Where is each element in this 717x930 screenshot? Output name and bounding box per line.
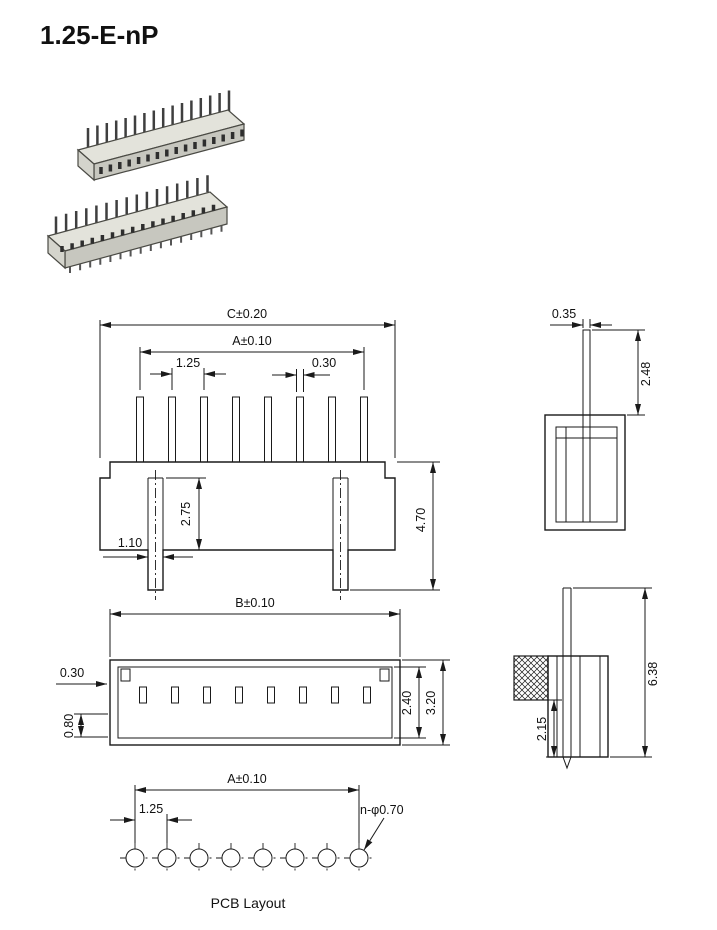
pcb-dim-a-label: A±0.10 xyxy=(227,772,267,786)
side-dim-pin-height-label: 2.48 xyxy=(639,362,653,386)
front-dim-post-width-label: 1.10 xyxy=(118,536,142,550)
bottom-dim-wall: 0.30 xyxy=(56,666,107,687)
front-dim-post-height-label: 2.75 xyxy=(179,502,193,526)
front-dim-c-label: C±0.20 xyxy=(227,307,267,321)
front-dim-total-height-label: 4.70 xyxy=(414,508,428,532)
pcb-dim-pitch-label: 1.25 xyxy=(139,802,163,816)
front-view-body xyxy=(99,461,396,591)
bottom-dim-outer-depth: 3.20 xyxy=(402,659,450,746)
front-dim-pitch-label: 1.25 xyxy=(176,356,200,370)
front-view-posts xyxy=(147,477,349,550)
bottom-dim-inner-depth-label: 2.40 xyxy=(400,691,414,715)
bottom-view-left-tab xyxy=(120,668,131,682)
side-view-inner-lines xyxy=(556,415,617,522)
iso-bottom-connector-tails xyxy=(69,225,223,273)
front-dim-post-width: 1.10 xyxy=(103,536,193,560)
page-title: 1.25-E-nP xyxy=(40,20,159,50)
side-view: 0.35 2.48 xyxy=(544,307,653,531)
pcb-dim-hole-dia-label: n-φ0.70 xyxy=(360,803,404,817)
bottom-dim-b-label: B±0.10 xyxy=(235,596,275,610)
front-view-pins xyxy=(136,396,368,463)
pcb-dim-hole-span: A±0.10 xyxy=(134,772,360,843)
front-dim-post-height: 2.75 xyxy=(166,477,206,551)
pcb-dim-hole-pitch: 1.25 xyxy=(110,802,192,843)
side-dim-pin-height: 2.48 xyxy=(592,329,653,416)
front-dim-a-label: A±0.10 xyxy=(232,334,272,348)
front-dim-total-width: C±0.20 xyxy=(99,307,396,458)
side-dim-pin-thickness-label: 0.35 xyxy=(552,307,576,321)
section-view-hatch-block xyxy=(513,655,549,701)
side-view-inner xyxy=(555,426,618,523)
bottom-view-slots xyxy=(139,686,371,704)
section-view: 6.38 2.15 xyxy=(513,587,660,770)
bottom-dim-offset-label: 0.80 xyxy=(62,714,76,738)
section-view-pin xyxy=(562,587,572,770)
section-dim-tail-length: 2.15 xyxy=(535,699,562,758)
pcb-layout-view: A±0.10 1.25 n-φ0.70 PCB Layout xyxy=(110,772,404,911)
front-dim-pin-width-label: 0.30 xyxy=(312,356,336,370)
section-view-inner-lines xyxy=(556,656,601,757)
front-dim-pitch: 1.25 xyxy=(150,356,226,390)
front-dim-total-height: 4.70 xyxy=(350,461,440,591)
section-view-housing xyxy=(547,655,609,758)
bottom-view-inner xyxy=(117,666,393,739)
iso-top-connector-contacts xyxy=(99,129,244,174)
bottom-view-outer xyxy=(109,659,401,746)
iso-bottom-connector-slots xyxy=(60,204,216,252)
pcb-dim-hole-dia: n-φ0.70 xyxy=(360,803,404,851)
iso-bottom-connector-pins xyxy=(54,175,209,234)
front-view: C±0.20 A±0.10 1.25 0.30 2.75 xyxy=(99,307,440,600)
front-dim-pin-width: 0.30 xyxy=(272,356,336,392)
bottom-dim-wall-label: 0.30 xyxy=(60,666,84,680)
isometric-view xyxy=(46,90,246,273)
pcb-layout-caption: PCB Layout xyxy=(211,895,286,911)
front-dim-pin-span: A±0.10 xyxy=(139,334,365,390)
pcb-holes xyxy=(120,843,374,873)
bottom-view-right-tab xyxy=(379,668,390,682)
bottom-dim-outer-depth-label: 3.20 xyxy=(424,691,438,715)
iso-bottom-connector-endface xyxy=(47,234,66,270)
bottom-dim-inner-depth: 2.40 xyxy=(394,666,426,739)
bottom-view: B±0.10 0.30 0.80 2.40 3.20 xyxy=(56,596,450,746)
section-dim-total-height-label: 6.38 xyxy=(646,662,660,686)
section-dim-total-height: 6.38 xyxy=(573,587,660,758)
bottom-dim-body-width: B±0.10 xyxy=(109,596,401,657)
section-dim-tail-length-label: 2.15 xyxy=(535,717,549,741)
iso-top-connector-endface xyxy=(77,148,95,182)
side-dim-pin-thickness: 0.35 xyxy=(550,307,612,328)
iso-top-connector-pins xyxy=(86,90,231,149)
side-view-body xyxy=(544,414,626,531)
bottom-dim-offset: 0.80 xyxy=(62,713,108,738)
side-view-pin xyxy=(582,329,591,416)
